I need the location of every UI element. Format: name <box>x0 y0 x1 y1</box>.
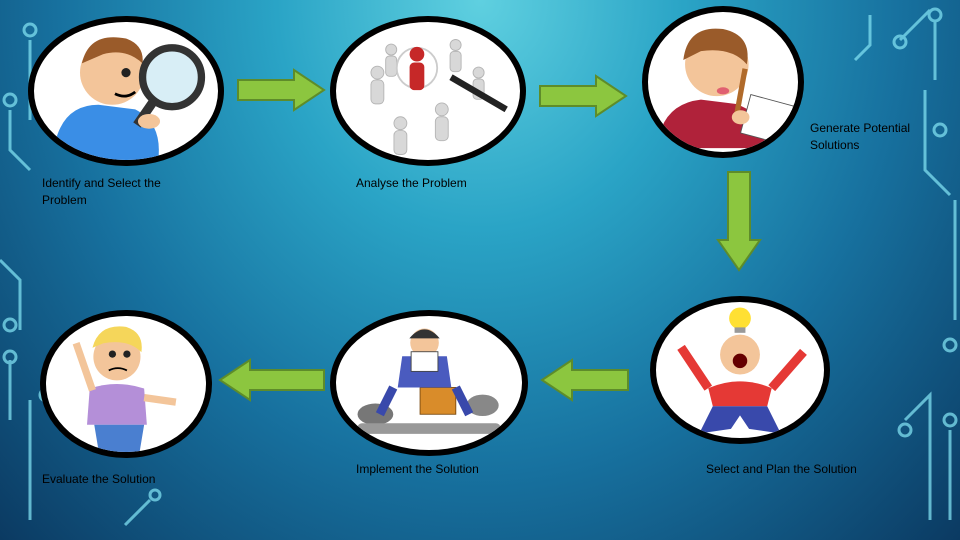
step-label-analyse: Analyse the Problem <box>356 176 467 190</box>
step-label-implement: Implement the Solution <box>356 462 479 476</box>
step-circle-identify <box>28 16 224 166</box>
writing-boy-icon <box>656 28 794 149</box>
step-circle-generate <box>642 6 804 158</box>
network-people-icon <box>370 39 508 155</box>
arrow-left-icon <box>218 358 325 402</box>
magnifier-boy-icon <box>52 37 206 160</box>
tools-man-icon <box>357 328 501 434</box>
lightbulb-man-icon <box>677 307 807 434</box>
step-label-identify: Identify and Select the Problem <box>42 176 161 207</box>
arrow-right-icon <box>237 68 326 112</box>
arrow-down-icon <box>716 171 762 272</box>
step-label-select: Select and Plan the Solution <box>706 462 857 476</box>
step-circle-select <box>650 296 830 444</box>
step-circle-evaluate <box>40 310 212 458</box>
arrow-left-icon <box>540 358 629 402</box>
arrow-right-icon <box>539 74 628 118</box>
thinking-boy-icon <box>72 326 177 452</box>
step-label-evaluate: Evaluate the Solution <box>42 472 156 486</box>
step-label-generate: Generate Potential Solutions <box>810 121 911 152</box>
step-circle-analyse <box>330 16 526 166</box>
step-circle-implement <box>330 310 528 456</box>
